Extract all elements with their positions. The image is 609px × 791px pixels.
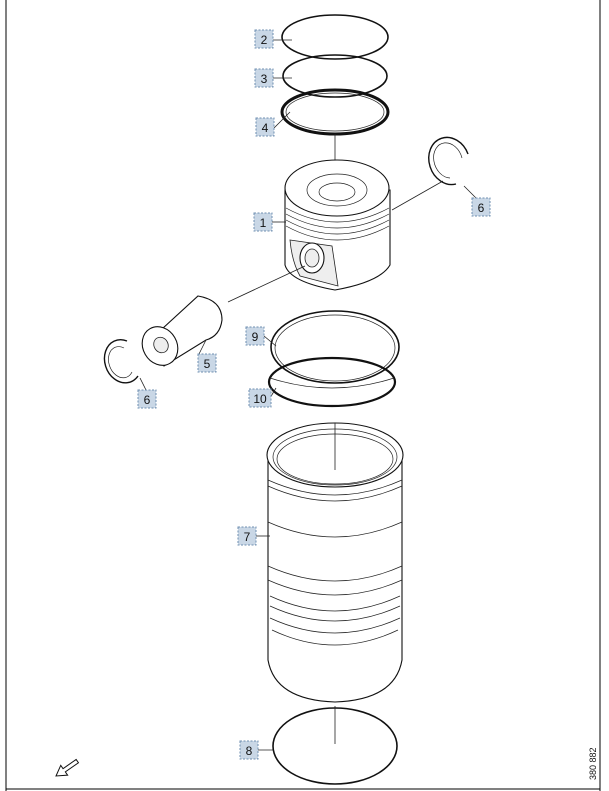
callout-9: 9: [245, 326, 265, 346]
callout-9-leader: [263, 335, 277, 347]
callout-5: 5: [197, 353, 217, 373]
svg-text:6: 6: [144, 393, 151, 407]
compression-ring-second: [282, 54, 388, 98]
svg-text:9: 9: [252, 330, 259, 344]
svg-text:4: 4: [262, 121, 269, 135]
svg-text:3: 3: [261, 72, 268, 86]
svg-text:5: 5: [204, 357, 211, 371]
callout-6-left-leader: [139, 377, 147, 391]
document-number: 380 882: [588, 747, 598, 780]
callout-7: 7: [237, 526, 257, 546]
callout-2: 2: [254, 29, 274, 49]
svg-text:7: 7: [244, 530, 251, 544]
svg-text:1: 1: [260, 216, 267, 230]
svg-text:8: 8: [246, 744, 253, 758]
svg-text:10: 10: [253, 392, 267, 406]
circlip-left: [103, 339, 139, 384]
callout-4: 4: [255, 117, 275, 137]
seal-ring-lower: [267, 356, 397, 408]
seal-ring-upper: [270, 310, 400, 384]
svg-text:2: 2: [261, 33, 268, 47]
circlip-right-leader: [391, 180, 444, 211]
callout-8: 8: [239, 740, 259, 760]
piston: [284, 159, 391, 291]
callout-6-right: 6: [471, 197, 491, 217]
front-arrow-icon: [55, 758, 80, 777]
callout-3: 3: [254, 68, 274, 88]
callout-5-leader: [197, 339, 207, 357]
callout-6-left: 6: [137, 389, 157, 409]
callout-4-leader: [273, 111, 291, 129]
svg-text:6: 6: [478, 201, 485, 215]
pin-leader-line: [227, 265, 306, 303]
compression-ring-top: [281, 14, 389, 60]
callout-10: 10: [248, 388, 272, 408]
callout-1: 1: [253, 212, 273, 232]
piston-pin: [141, 295, 223, 367]
circlip-right: [428, 136, 469, 186]
callout-6-right-leader: [463, 185, 477, 199]
